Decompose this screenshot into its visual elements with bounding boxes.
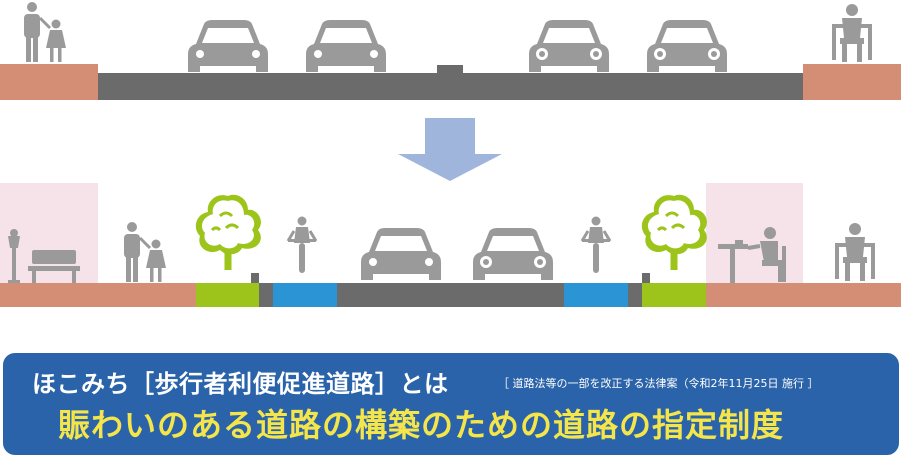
left-sidewalk [0, 283, 196, 307]
bike-lane-right [564, 283, 628, 307]
cafe-table-icon [718, 227, 786, 283]
carriageway [337, 283, 564, 307]
car-icon [188, 20, 268, 72]
car-icon [306, 20, 386, 72]
bike-lane-left [273, 283, 337, 307]
banner-title: ほこみち［歩行者利便促進道路］とは [32, 370, 449, 398]
street-lamp-icon [8, 229, 20, 283]
tree-icon [196, 195, 261, 270]
adult-child-icon [22, 0, 68, 64]
cyclist-icon [286, 215, 318, 275]
left-sidewalk [0, 64, 98, 100]
adult-child-icon [122, 220, 168, 284]
bench-icon [28, 250, 80, 283]
right-sidewalk [803, 64, 901, 100]
plaza-area-right [706, 183, 803, 283]
road-edge [259, 283, 273, 307]
planting-strip-right [642, 283, 706, 307]
banner-subtitle: 賑わいのある道路の構築のための道路の指定制度 [58, 406, 785, 444]
car-icon [473, 228, 553, 280]
wheelchair-icon [835, 223, 875, 281]
right-sidewalk [706, 283, 901, 307]
car-icon [647, 20, 727, 72]
hokomichi-road-section [0, 183, 901, 307]
wheelchair-icon [832, 4, 872, 62]
cyclist-icon [580, 215, 612, 275]
banner-note: ［ 道路法等の一部を改正する法律案（令和2年11月25日 施行 ］ [498, 377, 819, 390]
current-road-section [0, 0, 901, 100]
curb [251, 273, 259, 283]
car-icon [361, 228, 441, 280]
tree-icon [642, 195, 707, 270]
carriageway [98, 73, 803, 100]
car-icon [529, 20, 609, 72]
curb [642, 273, 650, 283]
road-edge [628, 283, 642, 307]
median [437, 65, 463, 73]
info-banner [3, 353, 899, 455]
arrow-down-icon [398, 118, 502, 181]
planting-strip-left [196, 283, 259, 307]
